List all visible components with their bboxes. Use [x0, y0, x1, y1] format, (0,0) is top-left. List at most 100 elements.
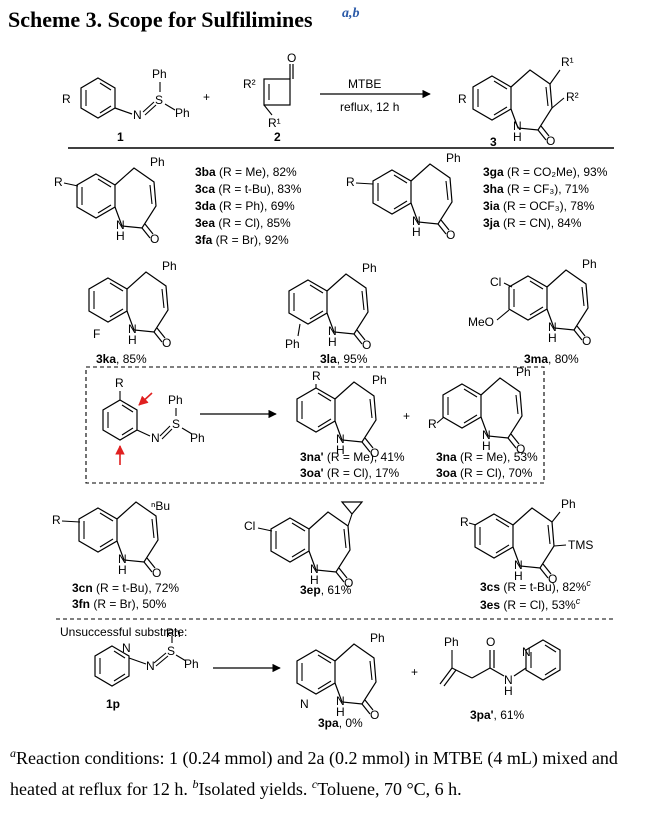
reactant-1-ph-right: Ph: [175, 106, 190, 120]
svg-text:H: H: [310, 573, 319, 587]
svg-text:N: N: [548, 320, 557, 334]
svg-text:H: H: [504, 684, 513, 698]
svg-text:F: F: [93, 327, 100, 341]
svg-text:H: H: [514, 569, 523, 583]
svg-text:N: N: [146, 659, 155, 673]
svg-text:R: R: [460, 515, 469, 529]
svg-text:H: H: [336, 705, 345, 719]
compound-3na: Ph R N H O 3na (R = Me), 53% 3oa (R = Cl…: [428, 365, 538, 480]
svg-text:3ba (R = Me), 82%: 3ba (R = Me), 82%: [195, 165, 297, 179]
reactant-2-r1-label: R¹: [268, 116, 281, 130]
unsuccessful-plus: +: [411, 665, 418, 679]
compound-3cn-3fn: R ⁿBu N H O 3cn (R = t-Bu), 72% 3fn (R =…: [52, 499, 179, 611]
arrow-solvent: MTBE: [348, 77, 381, 91]
product-o-label: O: [546, 134, 555, 148]
cyclopropyl-ring: [340, 501, 364, 515]
scheme-title-footnote-marks: a,b: [342, 6, 360, 21]
svg-text:3pa, 0%: 3pa, 0%: [318, 716, 363, 730]
svg-text:N: N: [128, 322, 137, 336]
plus-sign: +: [203, 90, 210, 104]
footnote-b-mark: b: [192, 777, 199, 791]
svg-text:Ph: Ph: [362, 261, 377, 275]
svg-text:Ph: Ph: [168, 393, 183, 407]
svg-text:Ph: Ph: [370, 631, 385, 645]
svg-text:N: N: [328, 324, 337, 338]
reactant-1-ph-top: Ph: [152, 67, 167, 81]
svg-text:O: O: [162, 336, 171, 350]
svg-text:N: N: [122, 641, 131, 655]
compound-3pa-prime: Ph O N H N 3pa', 61%: [439, 635, 561, 722]
svg-text:Ph: Ph: [561, 497, 576, 511]
svg-text:3ka, 85%: 3ka, 85%: [96, 352, 147, 366]
svg-text:O: O: [370, 708, 379, 722]
meta-substrate: R N S Ph Ph: [102, 376, 205, 465]
svg-text:O: O: [446, 228, 455, 242]
compound-3ka: Ph F N H O 3ka, 85%: [88, 259, 177, 366]
svg-text:H: H: [128, 333, 137, 347]
compound-3ma: Ph Cl MeO N H O 3ma, 80%: [468, 257, 597, 366]
reactant-2-label: 2: [274, 130, 281, 144]
svg-text:R: R: [52, 513, 61, 527]
compound-3la: Ph Ph N H O 3la, 95%: [285, 261, 377, 366]
reactant-2-o-label: O: [287, 51, 296, 65]
svg-text:3ep, 61%: 3ep, 61%: [300, 583, 352, 597]
svg-text:Ph: Ph: [150, 155, 165, 169]
svg-text:3na (R = Me), 53%: 3na (R = Me), 53%: [436, 450, 538, 464]
svg-text:3fa (R = Br), 92%: 3fa (R = Br), 92%: [195, 233, 289, 247]
svg-text:3la, 95%: 3la, 95%: [320, 352, 368, 366]
svg-text:H: H: [328, 335, 337, 349]
svg-text:3ma, 80%: 3ma, 80%: [524, 352, 579, 366]
svg-text:Ph: Ph: [166, 626, 181, 640]
svg-text:O: O: [362, 338, 371, 352]
svg-text:N: N: [336, 432, 345, 446]
footnote-a-text: Reaction conditions: 1 (0.24 mmol) and 2…: [10, 748, 618, 799]
svg-text:3da (R = Ph), 69%: 3da (R = Ph), 69%: [195, 199, 295, 213]
substrate-1p: N N S Ph Ph Ph 1p: [94, 626, 199, 711]
svg-text:N: N: [118, 552, 127, 566]
svg-text:3ha (R = CF₃), 71%: 3ha (R = CF₃), 71%: [483, 182, 589, 196]
product-r-label: R: [458, 92, 467, 106]
svg-text:Ph: Ph: [285, 337, 300, 351]
entries-3ba-3fa: 3ba (R = Me), 82% 3ca (R = t-Bu), 83% 3d…: [195, 165, 302, 247]
svg-text:Ph: Ph: [446, 151, 461, 165]
svg-text:O: O: [582, 334, 591, 348]
svg-text:Ph: Ph: [444, 635, 459, 649]
product-label: 3: [490, 135, 497, 149]
svg-text:S: S: [172, 417, 180, 431]
svg-text:3es (R = Cl), 53%c: 3es (R = Cl), 53%c: [480, 596, 581, 612]
footnote: aReaction conditions: 1 (0.24 mmol) and …: [10, 740, 656, 802]
footnote-a-mark: a: [10, 746, 16, 760]
svg-text:O: O: [370, 446, 379, 460]
svg-text:R: R: [115, 376, 124, 390]
compound-3ga-3ja: R Ph N H O: [346, 151, 461, 242]
svg-text:3oa (R = Cl), 70%: 3oa (R = Cl), 70%: [436, 466, 533, 480]
reactant-2-r2-label: R²: [243, 77, 256, 91]
product-h-label: H: [513, 130, 522, 144]
svg-text:O: O: [486, 635, 495, 649]
svg-text:Cl: Cl: [244, 519, 255, 533]
svg-text:N: N: [482, 428, 491, 442]
compound-3na-prime: R Ph N H O 3na' (R = Me), 41% 3oa' (R = …: [296, 369, 405, 480]
svg-text:MeO: MeO: [468, 315, 494, 329]
svg-text:3cn (R = t-Bu), 72%: 3cn (R = t-Bu), 72%: [72, 581, 179, 595]
red-arrow-upper: [138, 392, 153, 406]
svg-text:Cl: Cl: [490, 275, 501, 289]
svg-text:O: O: [152, 566, 161, 580]
svg-text:R: R: [54, 175, 63, 189]
svg-text:1p: 1p: [106, 697, 120, 711]
general-reaction: R N S Ph Ph 1 + O R² R¹ 2 MTBE reflux, 1…: [62, 51, 579, 149]
svg-text:O: O: [150, 232, 159, 246]
product-n-label: N: [513, 119, 522, 133]
compound-3cs-3es: R Ph TMS N H O 3cs (R = t-Bu), 82%c 3es …: [460, 497, 593, 612]
svg-text:3ia (R = OCF₃), 78%: 3ia (R = OCF₃), 78%: [483, 199, 595, 213]
svg-text:Ph: Ph: [190, 431, 205, 445]
svg-text:Ph: Ph: [184, 657, 199, 671]
svg-text:H: H: [412, 225, 421, 239]
svg-text:R: R: [346, 175, 355, 189]
svg-text:N: N: [504, 673, 513, 687]
svg-text:H: H: [116, 229, 125, 243]
svg-text:3pa', 61%: 3pa', 61%: [470, 708, 525, 722]
svg-text:TMS: TMS: [568, 538, 593, 552]
compound-3ba-3fa: R Ph N H O: [54, 155, 165, 246]
